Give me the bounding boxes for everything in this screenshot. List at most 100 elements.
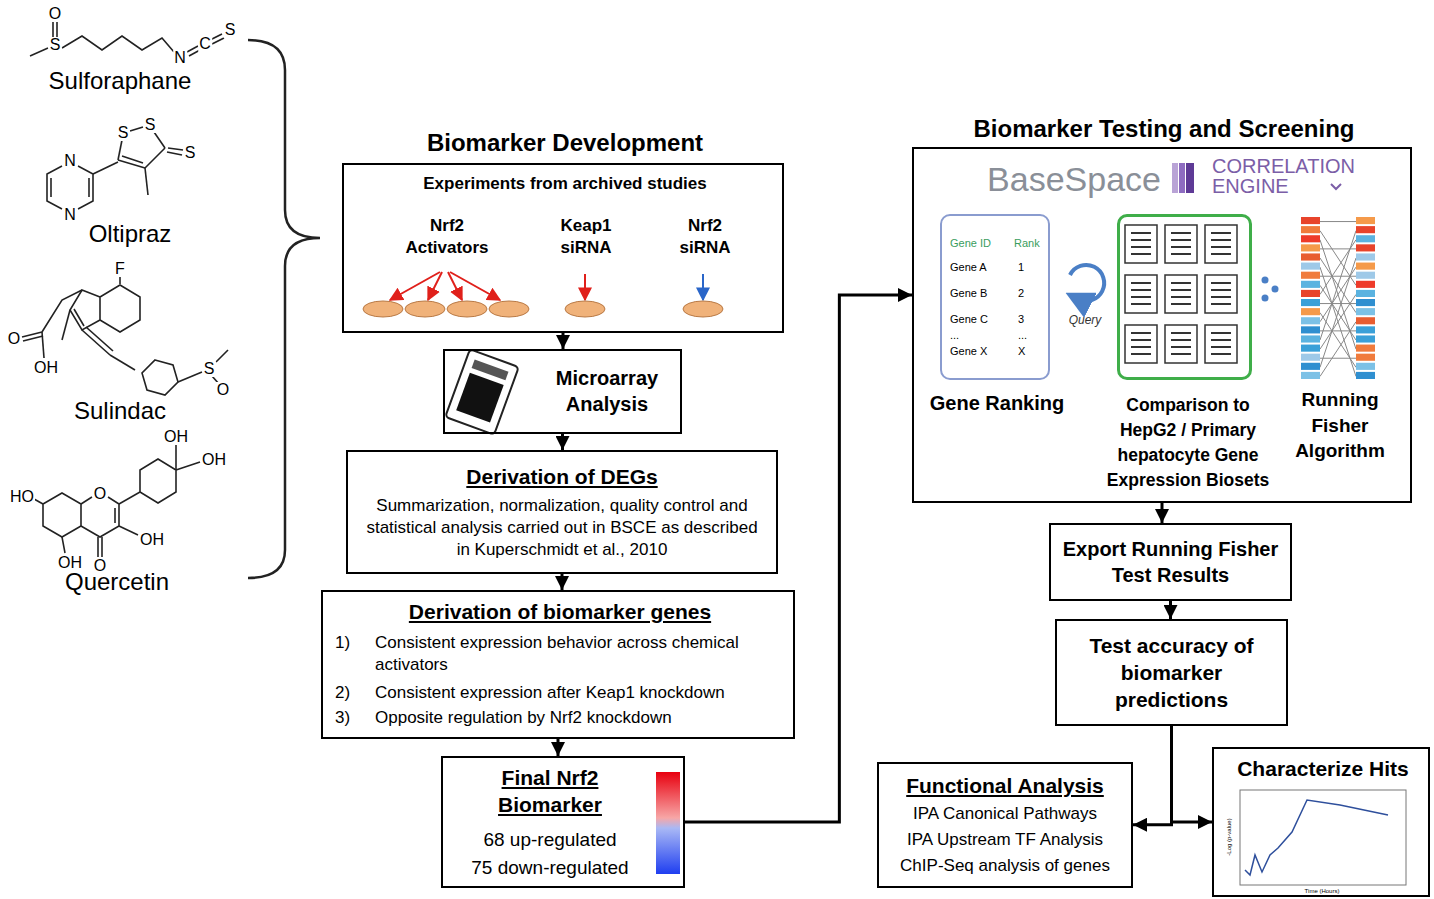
box-text: Rank	[1014, 236, 1048, 250]
flow-arrow	[1133, 726, 1172, 825]
molecule-name: Oltipraz	[89, 220, 172, 248]
axis-label: Time (Hours)	[1305, 888, 1340, 894]
atom-label: N	[173, 50, 187, 66]
atom-label: OH	[139, 532, 165, 548]
box-text: 1	[1018, 260, 1038, 274]
atom-label: N	[63, 153, 77, 169]
time-course-chart	[1240, 790, 1406, 885]
box-text: 2)	[335, 682, 365, 704]
box-text: 3	[1018, 312, 1038, 326]
gene-ranking-box: Gene ID RankGene A 1Gene B 2Gene C 3...... Ge…	[940, 214, 1050, 380]
box-text: 1)	[335, 632, 365, 654]
box-title: Final Nrf2 Biomarker	[485, 764, 615, 819]
box-text: Gene C	[950, 312, 1004, 326]
running-fisher-graphic	[1301, 217, 1375, 379]
box-text: Nrf2 siRNA	[670, 215, 740, 259]
section-heading: Biomarker Development	[344, 127, 786, 158]
atom-label: HO	[9, 489, 35, 505]
analysis-box: Functional AnalysisIPA Canonical Pathway…	[877, 762, 1133, 888]
box-text: Gene X	[950, 344, 1004, 358]
atom-label: N	[63, 207, 77, 223]
atom-label: S	[184, 145, 197, 161]
box-text: 2	[1018, 286, 1038, 300]
result-box: Final Nrf2 Biomarker 68 up-regulated 75 do…	[441, 756, 685, 888]
box-title: Derivation of biomarker genes	[323, 598, 797, 625]
box-text: ...	[950, 328, 1004, 342]
flow-arrow	[685, 295, 912, 822]
query-label: Query	[1069, 313, 1102, 327]
box-text: 3)	[335, 707, 365, 729]
box-text: X	[1018, 344, 1038, 358]
box-title: Test accuracy of biomarker predictions	[1067, 632, 1276, 714]
heatmap-bar	[656, 772, 680, 874]
flow-arrow	[561, 434, 564, 450]
box-text: Consistent expression behavior across ch…	[375, 632, 785, 676]
experiments-box: Biomarker DevelopmentExperiments from ar…	[342, 163, 784, 333]
box-text: Experiments from archived studies	[344, 173, 786, 195]
box-title: Derivation of DEGs	[358, 463, 766, 490]
molecule-structures	[22, 22, 228, 557]
box-title: Gene ID	[950, 236, 1004, 250]
atom-label: O	[7, 331, 21, 347]
process-box: Export Running Fisher Test Results	[1049, 523, 1292, 601]
box-text: ChIP-Seq analysis of genes	[889, 855, 1121, 877]
atom-label: O	[216, 382, 230, 398]
algorithm-label: Running Fisher Algorithm	[1290, 387, 1390, 464]
bioset-icons	[1125, 225, 1237, 363]
atom-label: O	[48, 6, 62, 22]
box-title: Export Running Fisher Test Results	[1061, 536, 1280, 588]
box-text: IPA Upstream TF Analysis	[889, 829, 1121, 851]
box-text: Gene A	[950, 260, 1004, 274]
caption: Comparison to HepG2 / Primary hepatocyte…	[1098, 393, 1278, 492]
box-title: Characterize Hits	[1214, 755, 1432, 782]
microarray-chip-icon	[445, 349, 518, 434]
box-text: Consistent expression after Keap1 knockd…	[375, 682, 785, 704]
molecule-name: Sulforaphane	[49, 67, 192, 95]
flow-arrow	[1169, 601, 1172, 619]
box-text: IPA Canonical Pathways	[889, 803, 1121, 825]
molecule-name: Quercetin	[65, 568, 169, 596]
atom-label: S	[203, 361, 216, 377]
box-text: Opposite regulation by Nrf2 knockdown	[375, 707, 785, 729]
logo-text: BaseSpace	[974, 157, 1174, 201]
axis-label: -Log (p-value)	[1226, 818, 1232, 855]
section-heading: Biomarker Testing and Screening	[914, 113, 1414, 144]
result-dots	[1262, 277, 1279, 302]
caption: Gene Ranking	[917, 390, 1077, 416]
flow-arrow	[562, 333, 565, 349]
atom-label: O	[93, 486, 107, 502]
box-text: Nrf2 Activators	[397, 215, 497, 259]
flow-arrow	[1172, 726, 1213, 822]
atom-label: F	[114, 261, 126, 277]
box-text: Keap1 siRNA	[548, 215, 624, 259]
box-text: 68 up-regulated	[443, 828, 657, 853]
logo-text: CORRELATION ENGINE	[1212, 156, 1374, 196]
process-box: Test accuracy of biomarker predictions	[1055, 619, 1288, 726]
atom-label: S	[49, 37, 62, 53]
flow-arrow	[557, 739, 560, 756]
query-cycle-icon	[1070, 265, 1104, 301]
bioset-box: Comparison to HepG2 / Primary hepatocyte…	[1117, 214, 1252, 380]
atom-label: OH	[163, 429, 189, 445]
characterize-box: Characterize Hits	[1212, 747, 1430, 897]
box-text: 75 down-regulated	[443, 856, 657, 881]
atom-label: C	[198, 36, 212, 52]
box-text: Summarization, normalization, quality co…	[358, 495, 766, 561]
box-title: Functional Analysis	[889, 772, 1121, 799]
atom-label: S	[117, 125, 130, 141]
molecule-name: Sulindac	[74, 397, 166, 425]
process-box: Microarray Analysis	[443, 349, 682, 434]
atom-label: S	[224, 22, 237, 38]
process-box: Derivation of DEGsSummarization, normali…	[346, 450, 778, 574]
atom-label: OH	[33, 360, 59, 376]
cell-culture-dishes	[363, 272, 723, 317]
bracket	[248, 40, 320, 578]
box-text: Gene B	[950, 286, 1004, 300]
flow-arrow	[561, 574, 564, 590]
atom-label: OH	[201, 452, 227, 468]
flow-arrow	[1161, 503, 1164, 523]
process-box: Derivation of biomarker genes 1) Consisten…	[321, 590, 795, 739]
box-title: Microarray Analysis	[537, 365, 677, 417]
atom-label: S	[144, 117, 157, 133]
box-text: ...	[1018, 328, 1038, 342]
